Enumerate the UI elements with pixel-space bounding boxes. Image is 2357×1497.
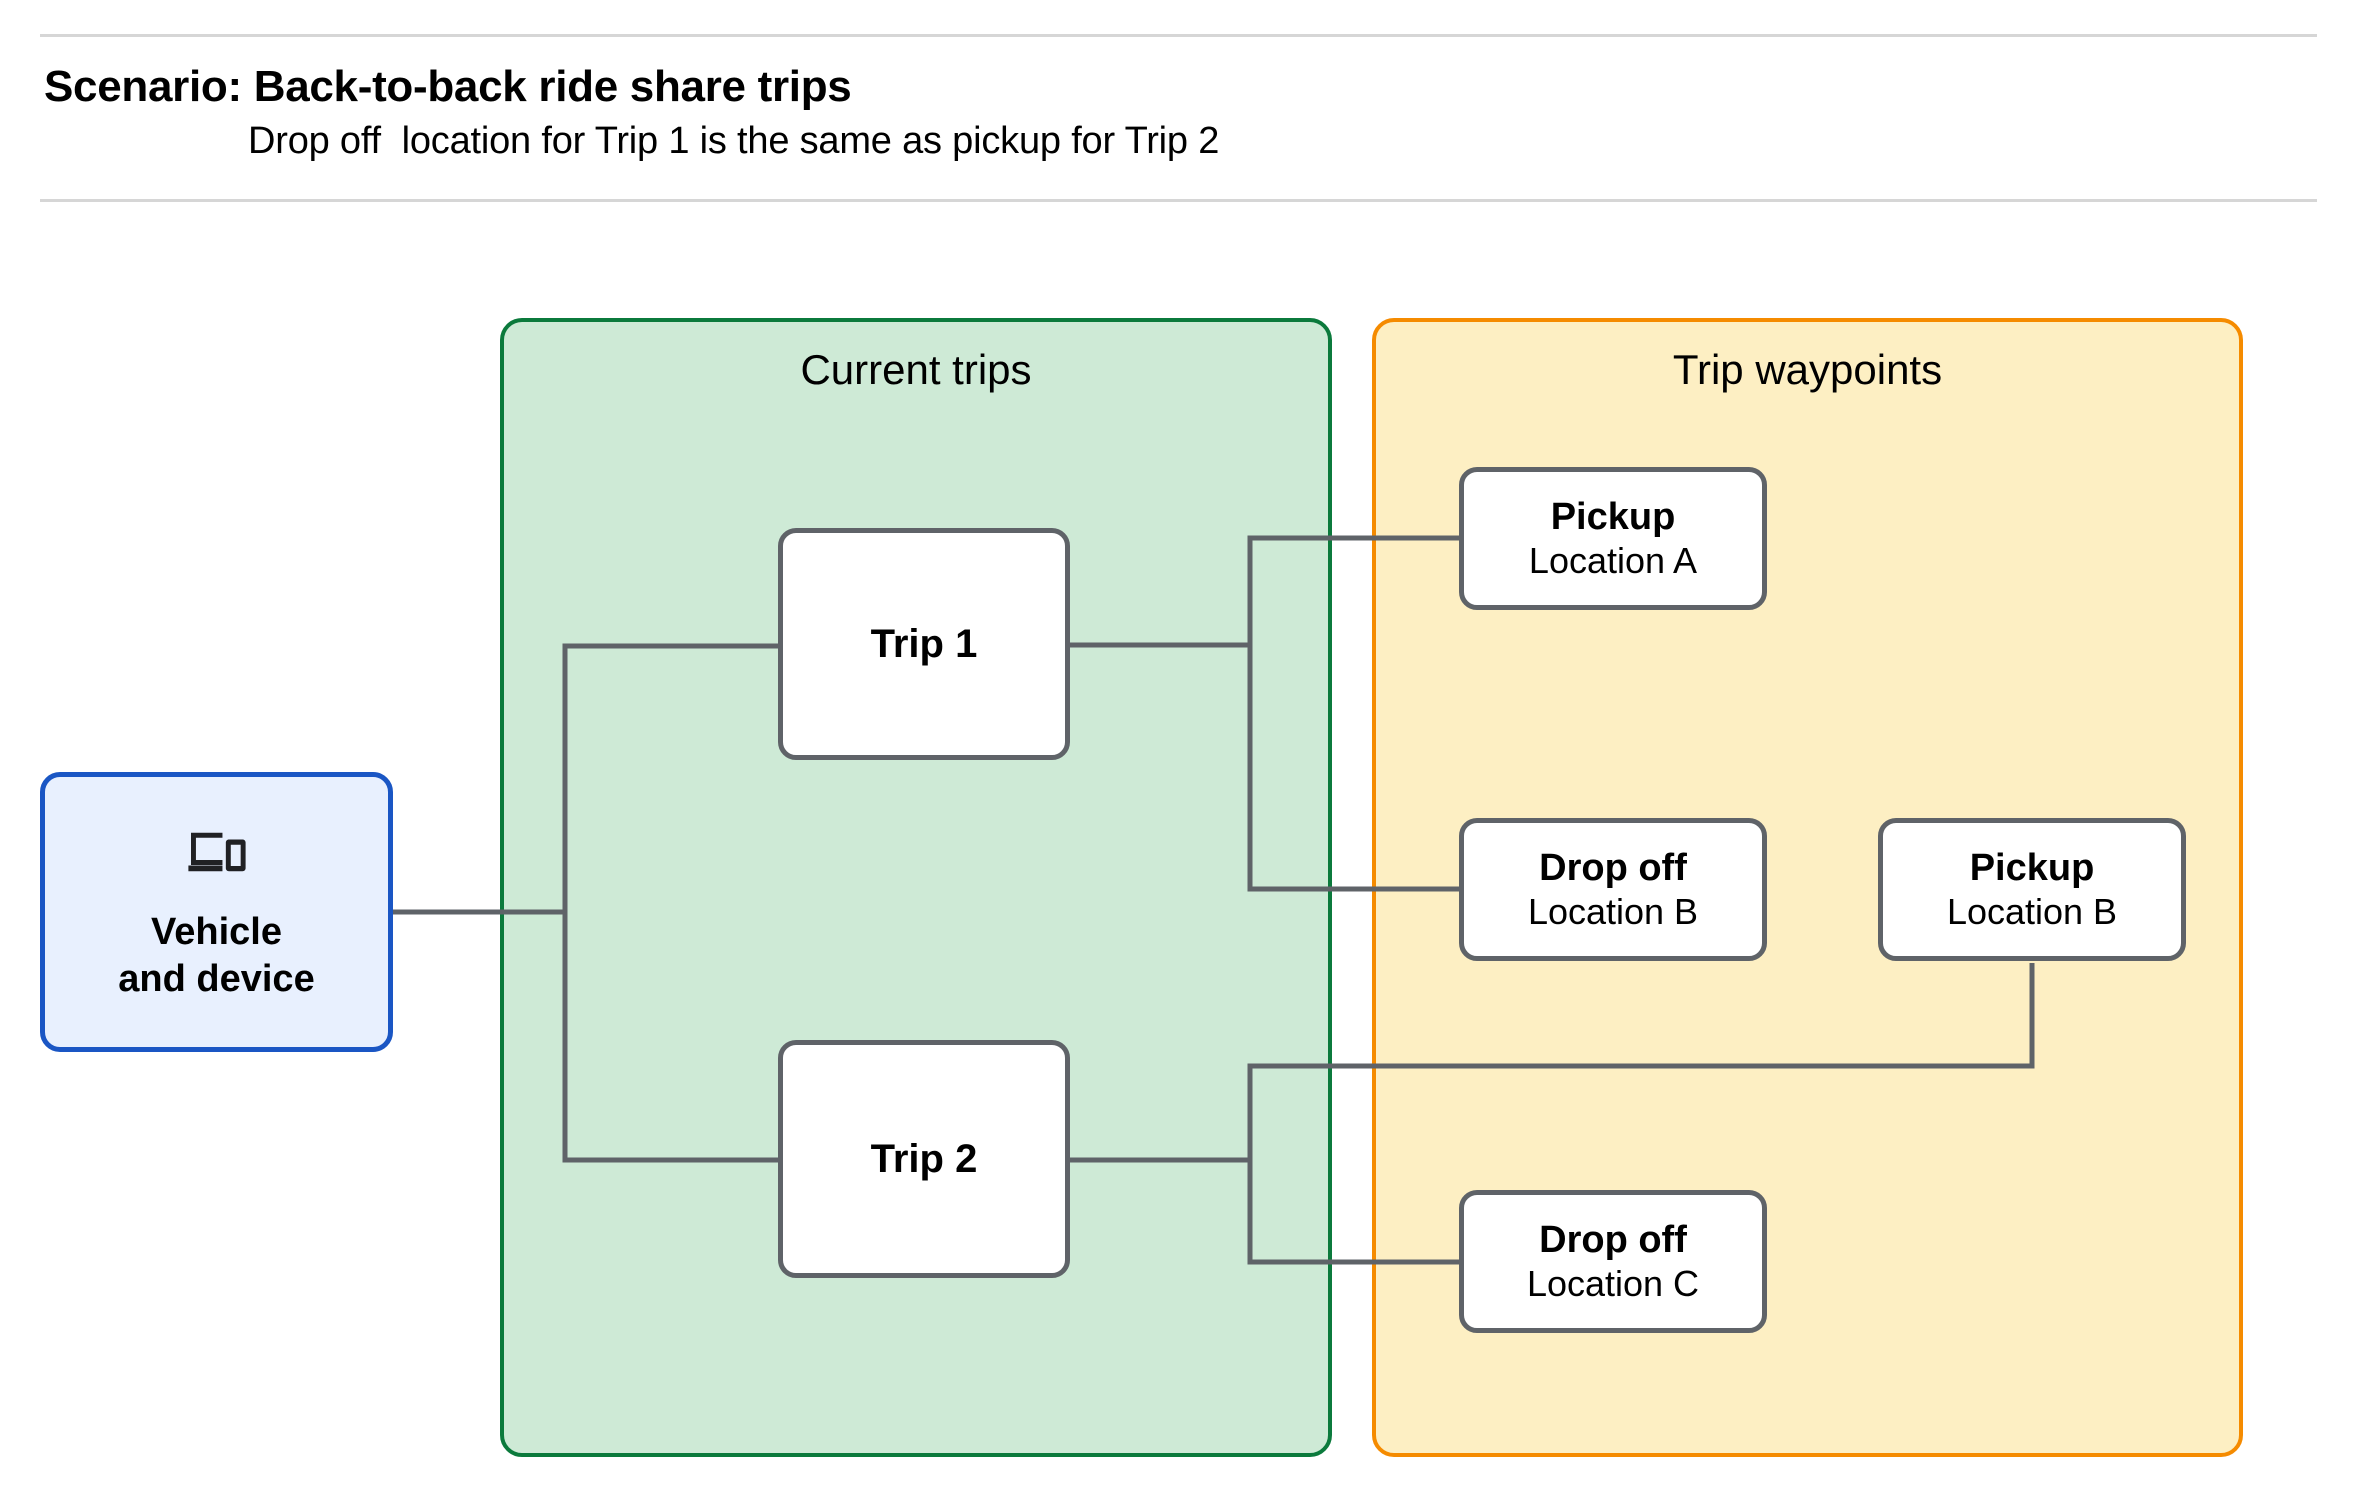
page-subtitle: Drop off location for Trip 1 is the same… [248, 120, 1220, 162]
node-trip-1[interactable]: Trip 1 [778, 528, 1070, 760]
header-divider-bottom [40, 199, 2317, 202]
node-dropoff-b-title: Drop off [1539, 846, 1687, 889]
node-pickup-a-title: Pickup [1550, 495, 1676, 538]
node-dropoff-c-title: Drop off [1539, 1218, 1687, 1261]
node-trip-2[interactable]: Trip 2 [778, 1040, 1070, 1278]
node-dropoff-b-sub: Location B [1527, 890, 1699, 932]
node-pickup-b-title: Pickup [1969, 846, 2095, 889]
node-dropoff-c-sub: Location C [1526, 1262, 1700, 1304]
devices-icon [185, 826, 249, 883]
node-dropoff-location-b[interactable]: Drop off Location B [1459, 818, 1767, 961]
page-title: Scenario: Back-to-back ride share trips [44, 62, 852, 111]
node-pickup-location-a[interactable]: Pickup Location A [1459, 467, 1767, 610]
panel-current-trips: Current trips [500, 318, 1332, 1457]
node-vehicle-label: Vehicle and device [118, 911, 315, 1000]
panel-trip-waypoints-title: Trip waypoints [1672, 346, 1943, 393]
header-divider-top [40, 34, 2317, 37]
node-dropoff-location-c[interactable]: Drop off Location C [1459, 1190, 1767, 1333]
node-pickup-location-b[interactable]: Pickup Location B [1878, 818, 2186, 961]
node-trip-2-label: Trip 2 [870, 1136, 978, 1181]
node-vehicle-and-device[interactable]: Vehicle and device [40, 772, 393, 1052]
node-pickup-a-sub: Location A [1528, 539, 1698, 581]
node-pickup-b-sub: Location B [1946, 890, 2118, 932]
panel-current-trips-title: Current trips [800, 346, 1032, 393]
node-trip-1-label: Trip 1 [870, 621, 978, 666]
